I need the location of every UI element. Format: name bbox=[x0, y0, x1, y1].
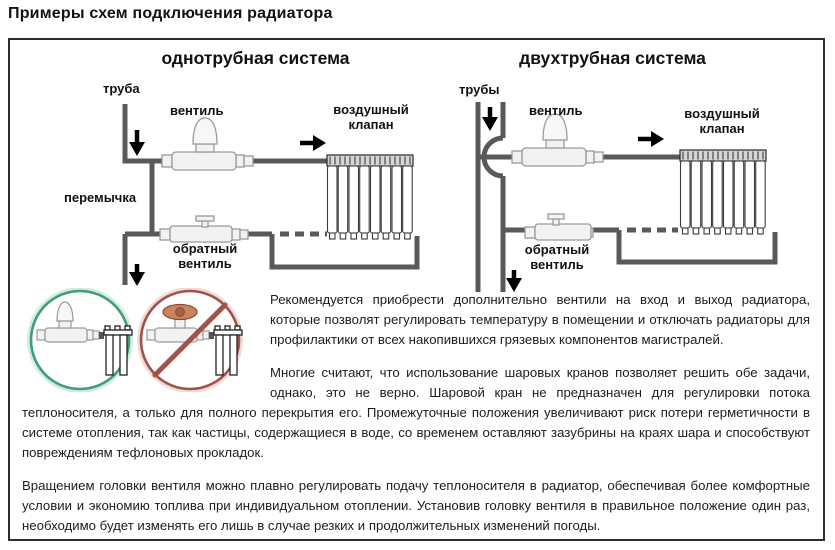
paragraph-valve-adjustment: Вращением головки вентиля можно плавно р… bbox=[22, 478, 810, 533]
diagram-box: однотрубная система двухтрубная система bbox=[8, 38, 825, 541]
piping-schematic bbox=[122, 102, 778, 292]
flow-direction-arrow bbox=[482, 107, 664, 292]
left-panel-heading: однотрубная система bbox=[161, 48, 350, 68]
label-air-valve: воздушный клапан bbox=[684, 106, 760, 136]
page-title: Примеры схем подключения радиатора bbox=[8, 5, 333, 22]
ok-circle-icon bbox=[27, 287, 133, 393]
label-return-valve: обратный вентиль bbox=[524, 242, 590, 272]
thermostatic-valve-icon bbox=[161, 117, 254, 171]
flow-direction-arrow bbox=[129, 130, 326, 286]
recommendation-text-section: Рекомендуется приобрести дополнительно в… bbox=[22, 287, 810, 536]
label-pipe: труба bbox=[103, 81, 140, 96]
label-pipes: трубы bbox=[459, 82, 500, 97]
paragraph-ball-valve-warning: Многие считают, что использование шаровы… bbox=[22, 365, 810, 460]
label-valve: вентиль bbox=[170, 103, 224, 118]
thermostatic-valve-icon bbox=[511, 113, 604, 167]
paragraph-recommendation: Рекомендуется приобрести дополнительно в… bbox=[270, 292, 810, 347]
ball-valve-handle-icon bbox=[162, 303, 198, 321]
allowed-and-prohibited-valve-icons bbox=[27, 287, 243, 393]
valve-recommendation-badges bbox=[22, 287, 262, 393]
right-panel-heading: двухтрубная система bbox=[519, 48, 706, 68]
label-air-valve: воздушный клапан bbox=[333, 102, 409, 132]
label-return-valve: обратный вентиль bbox=[172, 241, 238, 271]
return-valve-icon bbox=[524, 213, 594, 241]
label-valve: вентиль bbox=[529, 103, 583, 118]
prohibited-circle-icon bbox=[137, 287, 243, 393]
prohibition-slash-icon bbox=[152, 302, 228, 378]
return-valve-icon bbox=[159, 215, 249, 243]
label-bypass: перемычка bbox=[64, 190, 137, 205]
